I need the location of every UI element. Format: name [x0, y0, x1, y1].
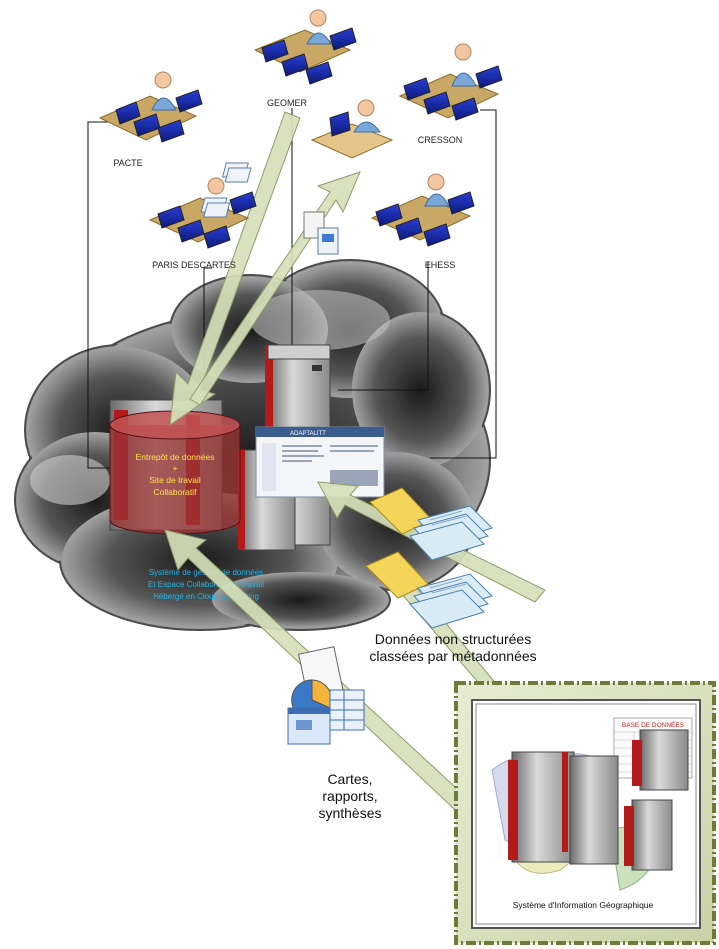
sig-server-mid [569, 755, 619, 865]
reports-caption-line-1: Cartes, [327, 771, 372, 787]
station-ehess: EHESS [370, 173, 475, 270]
docs-caption-line-2: classées par métadonnées [369, 648, 536, 664]
cloud-caption-line-2: Et Espace Collaboratif de Travail [148, 580, 264, 589]
station-label-geomer: GEOMER [267, 98, 308, 108]
arrow-geomer-to-warehouse [169, 111, 301, 427]
network-lines [87, 108, 497, 469]
reports-caption-line-3: synthèses [318, 805, 381, 821]
station-label-ehess: EHESS [425, 260, 456, 270]
warehouse-line-3: Site de travail [149, 475, 201, 485]
single-user-workstation [310, 99, 394, 159]
docs-caption-line-1: Données non structurées [375, 631, 531, 647]
reports-caption-line-2: rapports, [322, 788, 377, 804]
cloud-caption-line-3: Hébergé en Cloud Computing [153, 592, 259, 601]
sig-server-left [508, 751, 575, 863]
workstation-cluster-icon [370, 173, 475, 247]
workstation-cluster-icon [98, 71, 203, 143]
station-cresson: CRESSON [398, 43, 503, 145]
sig-caption: Système d'Information Géographique [513, 900, 654, 910]
report-docs-icon [303, 211, 339, 255]
reports-icon-group [287, 646, 365, 745]
workstation-cluster-icon [398, 43, 503, 121]
station-label-paris-descartes: PARIS DESCARTES [152, 260, 236, 270]
warehouse-line-2: + [173, 463, 178, 473]
workstation-cluster-icon [253, 9, 357, 85]
sig-db-title: BASE DE DONNÉES [622, 720, 685, 729]
screen-title: ADAPTALITT [290, 431, 326, 437]
station-pacte: PACTE [98, 71, 203, 168]
sig-frame: BASE DE DONNÉES Système d'Information Gé… [454, 681, 716, 945]
station-geomer: GEOMER [253, 9, 357, 108]
station-label-pacte: PACTE [113, 158, 142, 168]
station-label-cresson: CRESSON [418, 135, 463, 145]
unstructured-documents [365, 487, 493, 629]
data-warehouse: Entrepôt de données + Site de travail Co… [109, 410, 241, 535]
warehouse-line-1: Entrepôt de données [136, 452, 215, 462]
sig-server-right [624, 729, 689, 871]
stacked-docs-icon [200, 162, 252, 218]
arrow-warehouse-to-workstation [189, 171, 361, 406]
warehouse-line-4: Collaboratif [154, 487, 198, 497]
